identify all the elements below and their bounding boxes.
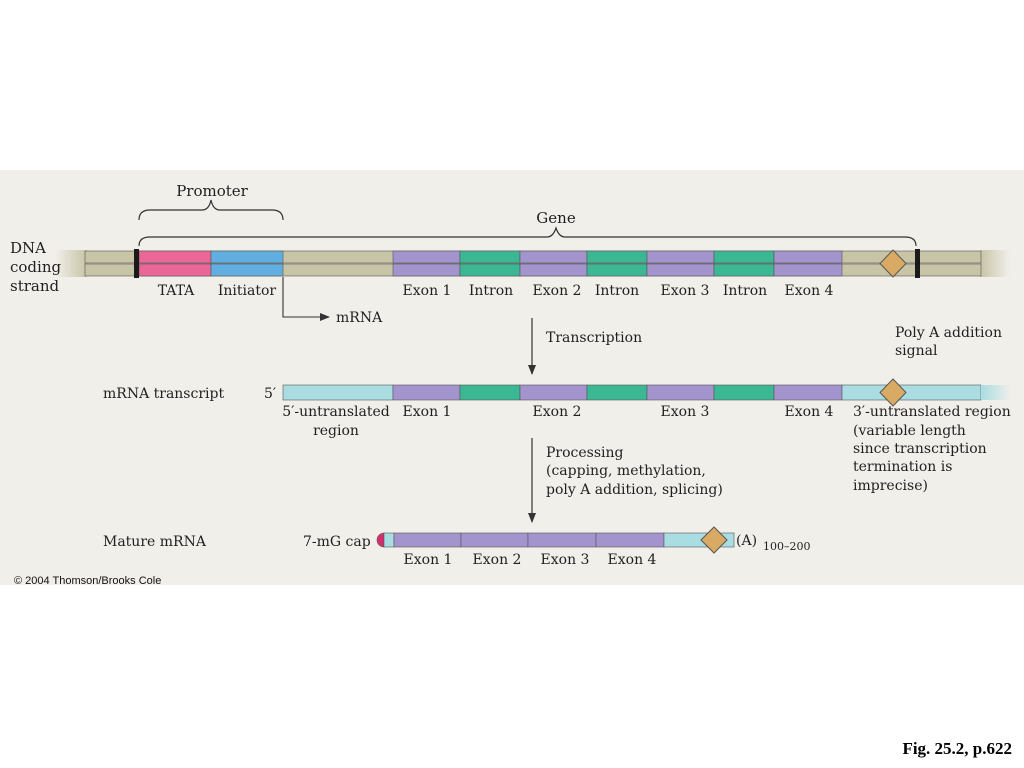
dna-intron-3-upper [713, 250, 775, 264]
dna-strand [55, 249, 1010, 278]
transcript-intron-1 [459, 384, 521, 401]
dna-exon-1-upper [392, 250, 461, 264]
utr5-label-line1: 5′-untranslated [282, 404, 389, 420]
dna-exon-4-lower [773, 263, 843, 277]
polya-signal-label-line1: Poly A addition [895, 325, 1002, 341]
mature-utr5 [383, 532, 395, 548]
dna-fade-left [55, 250, 87, 277]
mature-mrna-label: Mature mRNA [103, 534, 207, 550]
dna-exon-2-label: Exon 2 [533, 283, 582, 299]
utr3-label-line4: termination is [853, 459, 952, 475]
mrna-transcript-bar [282, 378, 1011, 407]
polya-signal-diamond-dna [879, 249, 907, 278]
mature-exon-1-label: Exon 1 [404, 552, 453, 568]
figure-panel [0, 170, 1024, 585]
mature-exon-3 [527, 532, 597, 548]
dna-intron-1-label: Intron [469, 283, 513, 299]
transcript-exon-1 [392, 384, 461, 401]
processing-label-line1: Processing [546, 445, 624, 461]
polya-tail-text: (A) [736, 533, 757, 549]
polya-signal-diamond-mature [700, 526, 728, 554]
mature-exon-4-label: Exon 4 [608, 552, 657, 568]
dna-label-line1: DNA [10, 239, 46, 257]
cap-icon [376, 532, 385, 548]
initiator-upper [210, 250, 284, 264]
transcript-exon-2 [519, 384, 588, 401]
transcript-intron-3 [713, 384, 775, 401]
mature-exon-2 [460, 532, 529, 548]
promoter-bracket [138, 199, 284, 221]
transcript-exon-4 [773, 384, 843, 401]
five-prime-label: 5′ [264, 386, 276, 402]
tata-label: TATA [158, 283, 195, 299]
polya-signal-label-line2: signal [895, 343, 938, 359]
dna-intron-3-lower [713, 263, 775, 277]
utr3-label-line2: (variable length [853, 423, 966, 439]
copyright-notice: © 2004 Thomson/Brooks Cole [14, 575, 161, 587]
initiator-lower [210, 263, 284, 277]
processing-label-line3: poly A addition, splicing) [546, 482, 723, 498]
dna-exon-3-lower [646, 263, 715, 277]
transcript-utr3-fade [981, 385, 1011, 400]
gene-bracket [138, 226, 917, 247]
dna-fade-right [980, 250, 1010, 277]
dna-label-line2: coding [10, 258, 61, 276]
dna-intron-1-upper [459, 250, 521, 264]
transcript-exon-3 [646, 384, 715, 401]
tata-box-upper [138, 250, 212, 264]
mature-exon-3-label: Exon 3 [541, 552, 590, 568]
dna-exon-1-lower [392, 263, 461, 277]
polya-tail-subscript: 100–200 [763, 540, 811, 553]
utr5-label-line2: region [313, 423, 359, 439]
processing-label-line2: (capping, methylation, [546, 463, 706, 479]
dna-intron-2-label: Intron [595, 283, 639, 299]
tata-box-lower [138, 263, 212, 277]
transcript-utr5 [282, 384, 394, 401]
transcript-exon-2-label: Exon 2 [533, 404, 582, 420]
promoter-label: Promoter [176, 182, 248, 200]
transcription-start-arrow [282, 277, 330, 321]
dna-exon-4-upper [773, 250, 843, 264]
mrna-arrow-label: mRNA [336, 310, 383, 326]
transcript-exon-3-label: Exon 3 [661, 404, 710, 420]
gene-end-marker [915, 249, 920, 278]
dna-intron-3-label: Intron [723, 283, 767, 299]
mature-exon-4 [595, 532, 665, 548]
gene-start-marker [134, 249, 139, 278]
dna-exon-3-label: Exon 3 [661, 283, 710, 299]
initiator-label: Initiator [218, 283, 277, 299]
polya-tail-label: (A) 100–200 [736, 533, 811, 553]
transcription-label: Transcription [546, 330, 642, 346]
figure-reference: Fig. 25.2, p.622 [902, 739, 1012, 758]
transcript-utr3 [841, 384, 982, 401]
dna-exon-4-label: Exon 4 [785, 283, 834, 299]
dna-exon-1-label: Exon 1 [403, 283, 452, 299]
transcript-exon-4-label: Exon 4 [785, 404, 834, 420]
dna-exon-2-lower [519, 263, 588, 277]
mrna-transcript-label: mRNA transcript [103, 386, 224, 402]
dna-intron-2-lower [586, 263, 648, 277]
utr3-label-line3: since transcription [853, 441, 987, 457]
cap-label: 7-mG cap [303, 534, 371, 550]
dna-exon-2-upper [519, 250, 588, 264]
polya-signal-diamond-transcript [879, 378, 907, 407]
gene-label: Gene [536, 209, 576, 227]
mature-mrna-bar [376, 526, 735, 554]
dna-exon-3-upper [646, 250, 715, 264]
mature-exon-1 [393, 532, 462, 548]
dna-intron-2-upper [586, 250, 648, 264]
utr3-label-line1: 3′-untranslated region [853, 404, 1011, 420]
mature-exon-2-label: Exon 2 [473, 552, 522, 568]
transcript-intron-2 [586, 384, 648, 401]
transcript-exon-1-label: Exon 1 [403, 404, 452, 420]
utr3-label-line5: imprecise) [853, 478, 928, 494]
dna-label-line3: strand [10, 277, 59, 295]
dna-intron-1-lower [459, 263, 521, 277]
